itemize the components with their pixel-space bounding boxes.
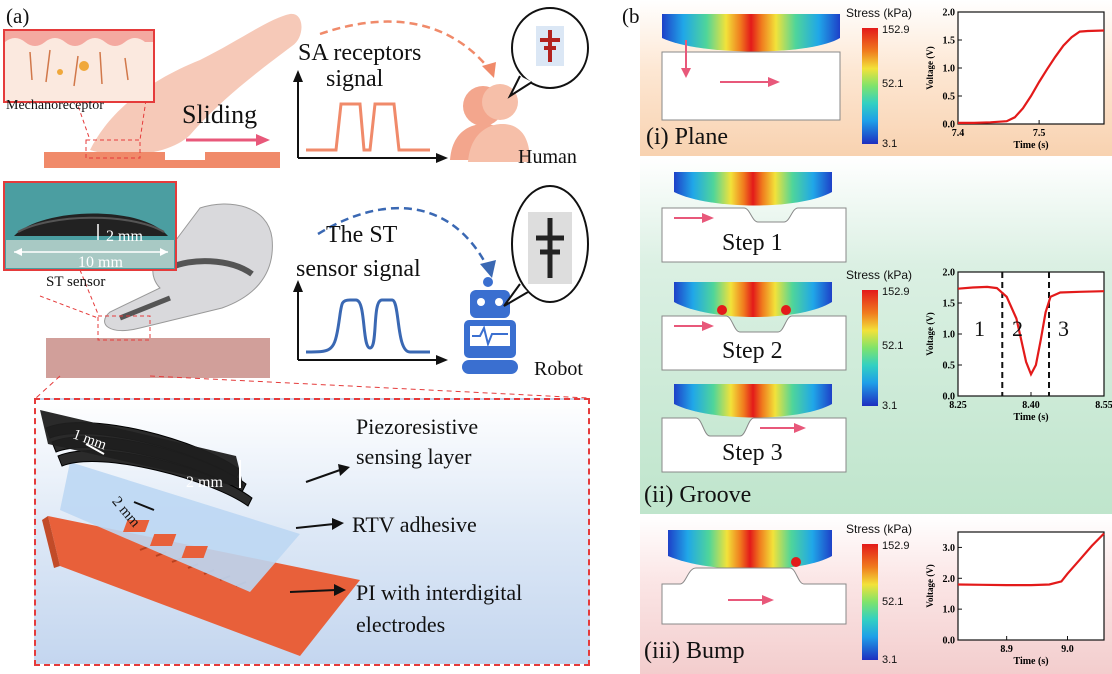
- step-3-label: Step 3: [722, 440, 783, 466]
- bump-label: (iii) Bump: [644, 638, 745, 664]
- y-tick-label: 3.0: [943, 543, 956, 554]
- st-dimension-2mm: 2 mm: [106, 228, 143, 245]
- bar-min-2: 3.1: [882, 400, 898, 412]
- x-tick-label: 9.0: [1061, 644, 1074, 655]
- st-signal-title-2: sensor signal: [296, 256, 421, 282]
- y-tick-label: 0.0: [943, 392, 956, 403]
- y-axis-label: Voltage (V): [925, 46, 935, 89]
- y-axis-label: Voltage (V): [925, 564, 935, 607]
- st-signal-title-1: The ST: [326, 222, 398, 248]
- robot-hand-illustration: [3, 181, 589, 378]
- y-tick-label: 1.0: [943, 605, 956, 616]
- voltage-line: [957, 532, 1105, 587]
- dimension-2mm-height: 2 mm: [186, 474, 223, 491]
- bar-mid-2: 52.1: [882, 340, 904, 352]
- y-tick-label: 1.5: [943, 299, 956, 310]
- x-axis-label: Time (s): [1013, 656, 1048, 667]
- y-axis-label: Voltage (V): [925, 312, 935, 355]
- y-tick-label: 2.0: [943, 268, 956, 279]
- y-tick-label: 0.5: [943, 361, 956, 372]
- y-tick-label: 0.5: [943, 92, 956, 103]
- region-1-label: 1: [974, 316, 985, 341]
- stress-title-2: Stress (kPa): [846, 268, 913, 282]
- sa-signal-title-1: SA receptors: [298, 40, 422, 66]
- layer-pi-label-1: PI with interdigital: [356, 580, 523, 605]
- x-axis-label: Time (s): [1013, 140, 1048, 151]
- robot-label: Robot: [534, 358, 583, 380]
- y-tick-label: 2.0: [943, 8, 956, 19]
- voltage-line: [958, 29, 1105, 124]
- x-tick-label: 8.9: [1000, 644, 1013, 655]
- plot-area: [957, 11, 1105, 125]
- x-tick-label: 8.25: [949, 400, 967, 411]
- layer-pi-label-2: electrodes: [356, 612, 446, 637]
- y-tick-label: 1.5: [943, 36, 956, 47]
- bar-max-3: 152.9: [882, 540, 910, 552]
- region-2-label: 2: [1012, 316, 1023, 341]
- y-tick-label: 0.0: [943, 636, 956, 647]
- x-tick-label: 7.5: [1033, 128, 1046, 139]
- human-label: Human: [518, 146, 577, 168]
- layer-sensing-label-2: sensing layer: [356, 444, 472, 469]
- bar-max-1: 152.9: [882, 24, 910, 36]
- bar-mid-1: 52.1: [882, 78, 904, 90]
- human-finger-illustration: [3, 7, 589, 168]
- bar-mid-3: 52.1: [882, 596, 904, 608]
- bar-max-2: 152.9: [882, 286, 910, 298]
- region-3-label: 3: [1058, 316, 1069, 341]
- y-tick-label: 0.0: [943, 120, 956, 131]
- layer-sensing-label-1: Piezoresistive: [356, 414, 479, 439]
- sliding-label: Sliding: [182, 100, 258, 129]
- voltage-line: [957, 285, 1105, 377]
- x-tick-label: 7.4: [952, 128, 965, 139]
- exploded-view-drawing: [35, 375, 589, 656]
- bar-min-1: 3.1: [882, 138, 898, 150]
- stress-title-3: Stress (kPa): [846, 522, 913, 536]
- st-sensor-label: ST sensor: [46, 274, 106, 290]
- step-2-label: Step 2: [722, 338, 783, 364]
- x-tick-label: 8.55: [1095, 400, 1112, 411]
- stress-colorbars: [862, 28, 878, 660]
- stress-title-1: Stress (kPa): [846, 6, 913, 20]
- plane-label: (i) Plane: [646, 124, 728, 150]
- sa-signal-title-2: signal: [326, 66, 384, 92]
- y-tick-label: 2.0: [943, 574, 956, 585]
- x-axis-label: Time (s): [1013, 412, 1048, 423]
- stress-simulation-drawings: [661, 14, 847, 625]
- groove-label: (ii) Groove: [644, 482, 752, 508]
- layer-rtv-label: RTV adhesive: [352, 512, 477, 537]
- x-tick-label: 8.40: [1022, 400, 1040, 411]
- y-tick-label: 1.0: [943, 64, 956, 75]
- mechanoreceptor-label: Mechanoreceptor: [6, 98, 104, 113]
- y-tick-label: 1.0: [943, 330, 956, 341]
- st-dimension-10mm: 10 mm: [78, 254, 123, 271]
- bar-min-3: 3.1: [882, 654, 898, 666]
- step-1-label: Step 1: [722, 230, 783, 256]
- panel-a-label: (a): [6, 4, 30, 28]
